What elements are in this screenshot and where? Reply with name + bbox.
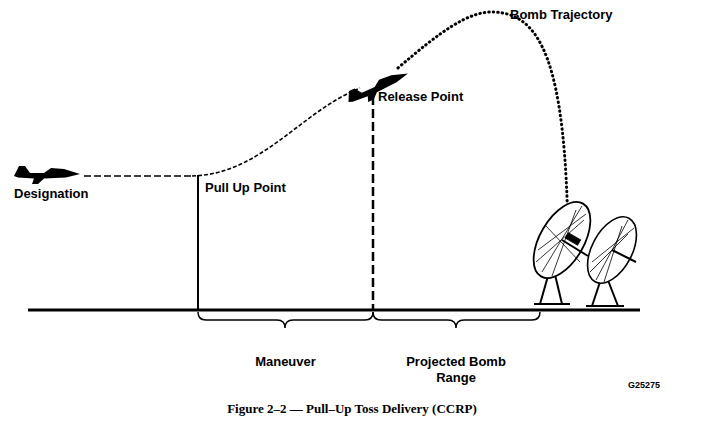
release-line (372, 96, 375, 310)
trajectory-label: Bomb Trajectory (510, 7, 613, 23)
ground-line (28, 309, 640, 312)
range-label: Projected Bomb Range (391, 354, 521, 387)
range-label: Maneuver (255, 354, 316, 370)
flight-path (84, 175, 192, 177)
point-label: Release Point (378, 89, 463, 105)
bomb-trajectory (398, 12, 568, 240)
pull-up-line (197, 175, 199, 310)
point-label: Pull Up Point (205, 180, 286, 196)
figure-code: G25275 (628, 380, 660, 391)
range-brace (198, 312, 373, 328)
flight-path (192, 88, 360, 176)
figure-caption: Figure 2–2 — Pull–Up Toss Delivery (CCRP… (227, 401, 477, 417)
radar-dish (522, 193, 602, 304)
aircraft (14, 166, 80, 184)
range-brace (373, 312, 540, 328)
aircraft-label: Designation (14, 186, 88, 202)
